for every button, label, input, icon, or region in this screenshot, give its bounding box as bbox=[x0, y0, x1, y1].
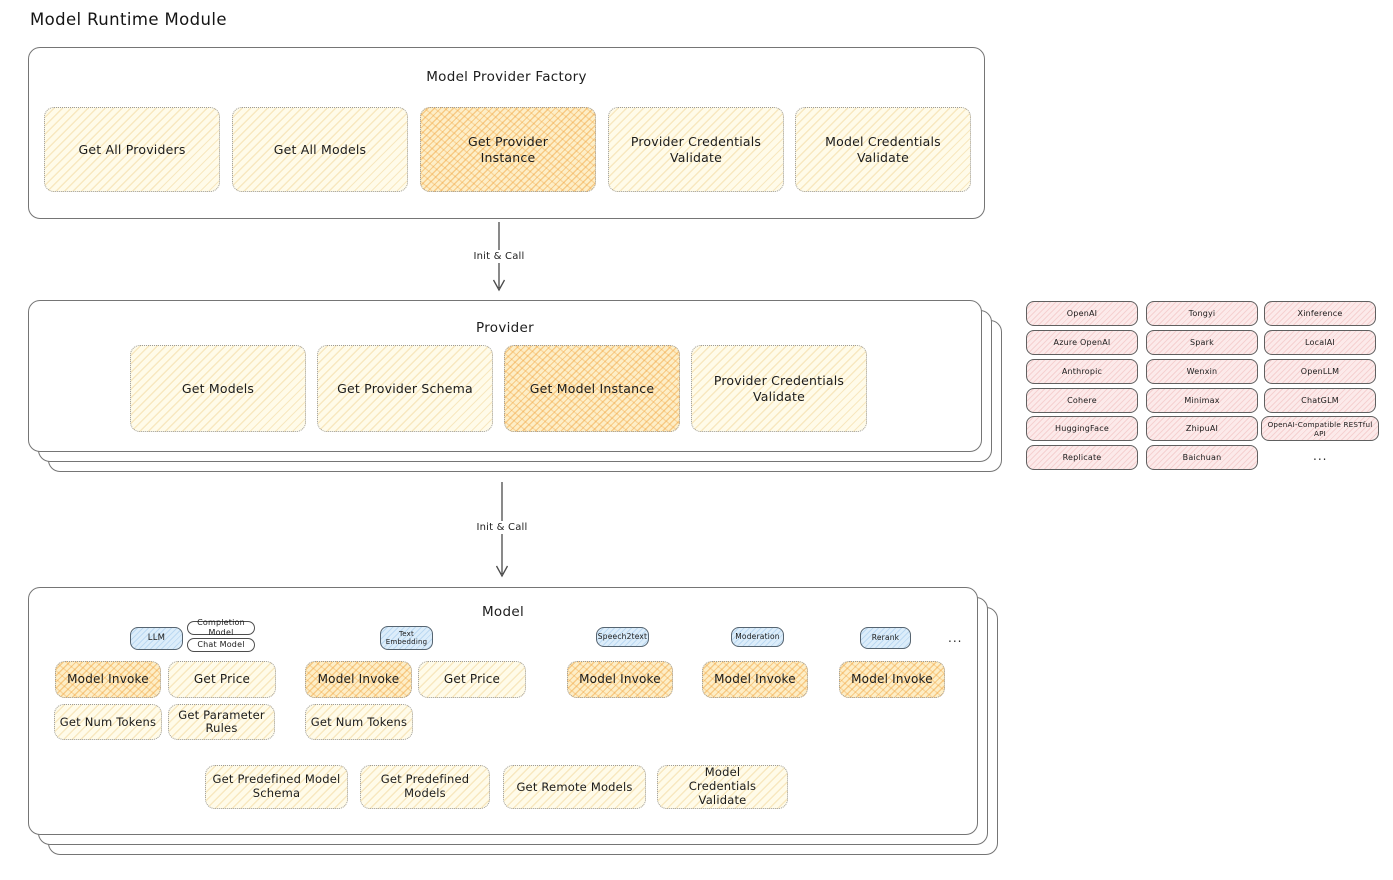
tab-rerank: Rerank bbox=[860, 627, 911, 649]
node-get-price-text-embedding: Get Price bbox=[418, 661, 526, 698]
provider-chip-openai: OpenAI bbox=[1026, 301, 1138, 326]
node-provider-credentials-validate-factory: Provider Credentials Validate bbox=[608, 107, 784, 192]
node-get-parameter-rules: Get Parameter Rules bbox=[168, 704, 275, 740]
arrow-label-init-call-1: Init & Call bbox=[468, 250, 530, 263]
provider-chip-wenxin: Wenxin bbox=[1146, 359, 1258, 384]
provider-chip-openllm: OpenLLM bbox=[1264, 359, 1376, 384]
provider-chip-chatglm: ChatGLM bbox=[1264, 388, 1376, 413]
node-get-num-tokens-llm: Get Num Tokens bbox=[54, 704, 162, 740]
provider-chip-azure-openai: Azure OpenAI bbox=[1026, 330, 1138, 355]
tab-text-embedding: Text Embedding bbox=[380, 626, 433, 650]
node-model-credentials-validate-factory: Model Credentials Validate bbox=[795, 107, 971, 192]
tab-llm: LLM bbox=[130, 627, 183, 650]
arrow-label-init-call-2: Init & Call bbox=[471, 521, 533, 534]
node-get-predefined-model-schema: Get Predefined Model Schema bbox=[205, 765, 348, 809]
provider-chip-cohere: Cohere bbox=[1026, 388, 1138, 413]
tab-chat-model: Chat Model bbox=[187, 638, 255, 652]
provider-chip-xinference: Xinference bbox=[1264, 301, 1376, 326]
provider-chip-anthropic: Anthropic bbox=[1026, 359, 1138, 384]
node-get-model-instance: Get Model Instance bbox=[504, 345, 680, 432]
provider-chip-zhipuai: ZhipuAI bbox=[1146, 416, 1258, 441]
node-get-provider-schema: Get Provider Schema bbox=[317, 345, 493, 432]
factory-title: Model Provider Factory bbox=[426, 69, 587, 85]
node-get-num-tokens-text-embedding: Get Num Tokens bbox=[305, 704, 413, 740]
node-get-predefined-models: Get Predefined Models bbox=[360, 765, 490, 809]
provider-title: Provider bbox=[476, 320, 534, 336]
node-model-invoke-moderation: Model Invoke bbox=[702, 661, 808, 698]
provider-chip-tongyi: Tongyi bbox=[1146, 301, 1258, 326]
provider-chip-replicate: Replicate bbox=[1026, 445, 1138, 470]
node-model-invoke-speech2text: Model Invoke bbox=[567, 661, 673, 698]
node-model-invoke-rerank: Model Invoke bbox=[839, 661, 945, 698]
node-model-invoke-text-embedding: Model Invoke bbox=[305, 661, 412, 698]
node-get-price-llm: Get Price bbox=[168, 661, 276, 698]
node-model-invoke-llm: Model Invoke bbox=[55, 661, 161, 698]
provider-chip-minimax: Minimax bbox=[1146, 388, 1258, 413]
tab-speech2text: Speech2text bbox=[596, 627, 649, 647]
model-title: Model bbox=[481, 604, 525, 620]
tab-moderation: Moderation bbox=[731, 627, 784, 647]
node-model-credentials-validate-model: Model Credentials Validate bbox=[657, 765, 788, 809]
provider-chip-spark: Spark bbox=[1146, 330, 1258, 355]
node-provider-credentials-validate-provider: Provider Credentials Validate bbox=[691, 345, 867, 432]
node-get-provider-instance: Get Provider Instance bbox=[420, 107, 596, 192]
model-tabs-more-dots: ... bbox=[948, 631, 963, 645]
provider-chip-localai: LocalAI bbox=[1264, 330, 1376, 355]
provider-chip-openai-compatible: OpenAI-Compatible RESTful API bbox=[1261, 416, 1379, 441]
node-get-remote-models: Get Remote Models bbox=[503, 765, 646, 809]
tab-completion-model: Completion Model bbox=[187, 618, 255, 637]
node-get-all-models: Get All Models bbox=[232, 107, 408, 192]
node-get-all-providers: Get All Providers bbox=[44, 107, 220, 192]
providers-more-dots: ... bbox=[1313, 449, 1328, 463]
page-title: Model Runtime Module bbox=[30, 10, 227, 29]
provider-chip-baichuan: Baichuan bbox=[1146, 445, 1258, 470]
node-get-models: Get Models bbox=[130, 345, 306, 432]
provider-chip-huggingface: HuggingFace bbox=[1026, 416, 1138, 441]
